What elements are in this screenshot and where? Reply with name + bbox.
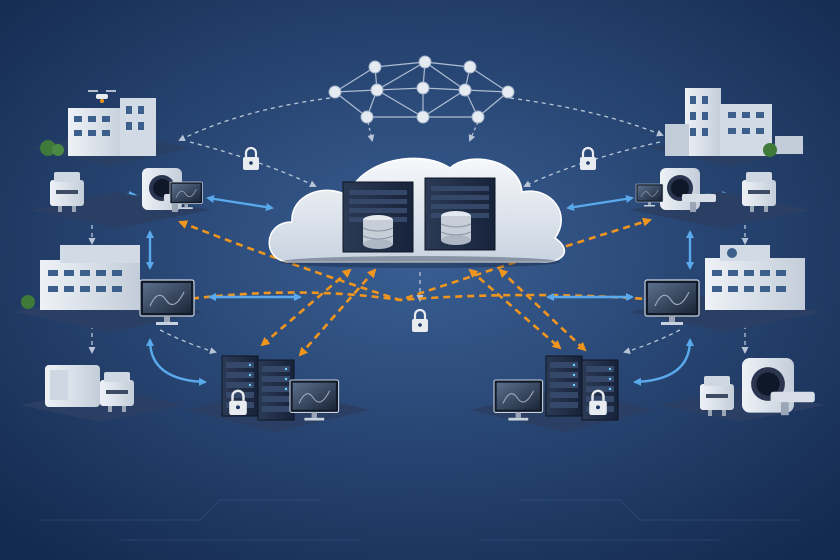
network-node <box>416 81 430 95</box>
network-node <box>328 85 342 99</box>
blue-arrow <box>633 338 694 386</box>
network-link <box>334 91 368 118</box>
server-rack-icon <box>545 355 583 417</box>
network-node <box>471 110 485 124</box>
imaging-node-bottom-right <box>660 358 825 422</box>
network-link <box>376 61 426 91</box>
lab-node-bottom-left <box>20 365 185 422</box>
server-rack-icon <box>257 359 295 421</box>
blue-arrow <box>146 338 207 386</box>
network-node <box>368 60 382 74</box>
network-mesh <box>328 55 515 142</box>
network-node <box>501 85 515 99</box>
hospital-building-icon <box>40 98 156 156</box>
blue-arrow <box>206 194 274 212</box>
network-mesh-nodes <box>328 55 515 124</box>
lab-device-icon <box>700 376 734 416</box>
orange-arrow <box>498 268 587 352</box>
network-link <box>424 61 466 91</box>
dashed-connectors <box>88 97 749 355</box>
network-link <box>477 91 509 118</box>
lab-device-icon <box>742 172 776 212</box>
network-link <box>374 61 426 68</box>
datacenter-node-right <box>470 355 655 432</box>
network-link <box>422 87 466 91</box>
network-link <box>424 61 471 68</box>
printer-icon <box>100 372 134 412</box>
hospital-node-top-left <box>30 90 190 166</box>
imaging-node-right <box>630 168 812 228</box>
hospital-node-middle-right <box>630 245 822 332</box>
cloud-server-rack <box>424 177 496 251</box>
database-icon <box>362 215 394 249</box>
blue-arrow <box>566 194 634 212</box>
orange-arrow <box>298 268 377 357</box>
network-link <box>334 66 376 93</box>
drone-icon <box>88 90 116 103</box>
hospital-building-icon <box>665 88 803 157</box>
hospital-node-middle-left <box>15 245 205 332</box>
network-link <box>376 89 424 118</box>
network-link <box>464 89 509 93</box>
network-link <box>334 89 378 93</box>
hospital-building-icon <box>21 245 140 310</box>
database-icon <box>440 211 472 245</box>
imaging-node-left <box>30 168 210 228</box>
circuit-lines <box>40 499 800 541</box>
lab-device-icon <box>50 172 84 212</box>
network-link <box>376 87 424 91</box>
network-node <box>370 83 384 97</box>
datacenter-node-left <box>185 355 370 432</box>
hospital-node-top-right <box>650 88 810 166</box>
network-node <box>418 55 432 69</box>
hospital-to-cloud-link <box>523 141 661 188</box>
lab-device-icon <box>45 365 100 407</box>
network-link <box>422 89 466 118</box>
network-node <box>416 110 430 124</box>
network-node <box>360 110 374 124</box>
orange-arrow <box>260 268 352 347</box>
network-link <box>469 66 509 93</box>
network-node <box>458 83 472 97</box>
cloud-server-rack <box>342 181 414 253</box>
hospital-building-icon <box>705 245 805 310</box>
network-node <box>463 60 477 74</box>
